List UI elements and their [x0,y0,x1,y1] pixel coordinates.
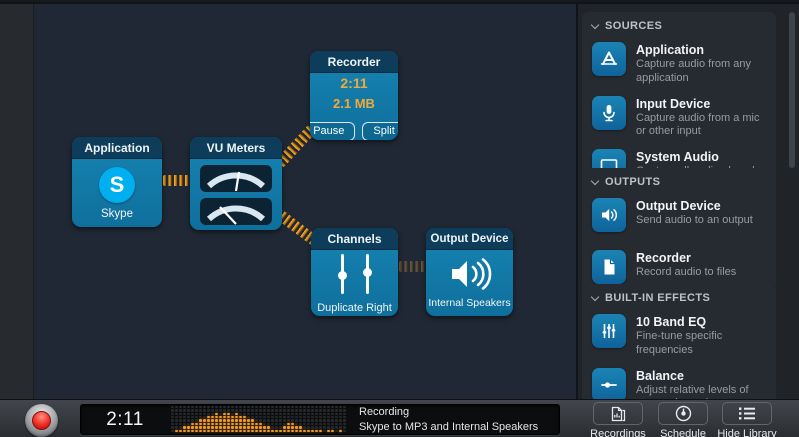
chevron-down-icon [590,292,600,301]
section-effects-header[interactable]: BUILT-IN EFFECTS [582,284,776,310]
skype-initial: S [109,171,125,197]
record-dot-icon [32,411,51,430]
chevron-down-icon [590,176,600,185]
section-sources-header[interactable]: SOURCES [582,12,776,38]
node-channels-title: Channels [311,228,398,250]
item-desc: Capture audio from any application [636,58,751,84]
sidebar-scrollbar[interactable] [789,12,795,168]
recorder-elapsed-time: 2:11 [340,75,368,91]
pause-button[interactable]: Pause [310,122,356,140]
node-output-device[interactable]: Output Device Internal Speakers [426,228,513,316]
library-item-balance[interactable]: Balance Adjust relative levels of stereo… [582,364,776,400]
section-built-in-effects: BUILT-IN EFFECTS 10 Band EQ Fine-tune s [582,284,776,399]
output-device-icon [592,198,626,232]
section-outputs-header[interactable]: OUTPUTS [582,168,776,194]
item-desc: Capture audio from a mic or other input [636,111,760,138]
section-sources: SOURCES Application Capture audio from a… [582,12,776,199]
section-outputs: OUTPUTS Output Device Send audio to an o… [582,168,776,290]
library-item-application[interactable]: Application Capture audio from any appli… [582,38,776,92]
node-application-label: Skype [101,207,133,220]
library-item-output-device[interactable]: Output Device Send audio to an output [582,194,776,238]
recorder-file-size: 2.1 MB [333,96,375,111]
application-icon [592,42,626,76]
channel-sliders-icon [337,254,372,294]
node-channels-label: Duplicate Right [317,302,392,314]
recordings-label: Recordings [590,428,646,437]
recordings-icon [610,406,627,422]
node-vu-meters[interactable]: VU Meters [190,137,282,230]
item-title: Output Device [636,199,721,213]
session-status: Recording [359,405,410,418]
node-application-title: Application [72,137,162,159]
vu-meter-gauge-top [200,164,272,192]
library-sidebar: SOURCES Application Capture audio from a… [578,4,799,399]
item-desc: Adjust relative levels of stereo channel… [636,383,749,400]
pipeline-canvas[interactable]: Application S Skype VU Meters [0,4,577,399]
section-sources-title: SOURCES [605,20,663,32]
canvas-left-strip [0,4,34,399]
hide-library-label: Hide Library [717,428,777,437]
item-desc: Record audio to files [636,266,737,278]
session-description: Skype to MP3 and Internal Speakers [359,420,539,433]
transport-bar: 2:11 Recording Skype to MP3 and Internal… [0,399,799,437]
session-timer: 2:11 [106,408,144,430]
recordings-button[interactable]: Recordings [585,402,651,437]
split-button[interactable]: Split [362,122,398,140]
ten-band-eq-icon [592,314,626,348]
section-outputs-title: OUTPUTS [605,176,661,188]
item-desc: Fine-tune specific frequencies [636,330,723,356]
node-application[interactable]: Application S Skype [72,137,162,227]
node-recorder[interactable]: Recorder 2:11 2.1 MB Pause Split [310,51,398,140]
item-title: Application [636,43,705,57]
library-item-input-device[interactable]: Input Device Capture audio from a mic or… [582,92,776,146]
node-output-device-title: Output Device [426,228,513,250]
section-effects-title: BUILT-IN EFFECTS [605,292,711,304]
item-title: Recorder [636,251,691,265]
node-vu-meters-title: VU Meters [190,137,282,159]
clock-icon [675,405,692,422]
node-recorder-title: Recorder [310,51,398,73]
schedule-button[interactable]: Schedule [650,402,716,437]
recorder-icon [592,250,626,284]
schedule-label: Schedule [660,428,706,437]
input-device-icon [592,95,626,130]
item-title: Balance [636,368,684,383]
library-item-recorder[interactable]: Recorder Record audio to files [582,246,776,290]
item-title: 10 Band EQ [636,315,707,329]
item-title: Input Device [636,96,711,111]
cable-channels-to-output [399,261,426,272]
chevron-down-icon [590,20,600,29]
led-level-meter [169,405,347,434]
item-desc: Send audio to an output [636,214,753,226]
vu-meter-gauge-bottom [200,197,272,225]
node-output-device-label: Internal Speakers [428,296,511,309]
item-title: System Audio [636,150,719,164]
session-display-panel: 2:11 Recording Skype to MP3 and Internal… [80,404,560,435]
balance-icon [592,367,626,399]
skype-icon: S [99,166,135,203]
cable-application-to-vumeters [163,175,191,186]
list-icon [738,406,756,421]
node-channels[interactable]: Channels Duplicate Right [311,228,398,316]
speaker-icon [448,257,492,290]
library-item-10-band-eq[interactable]: 10 Band EQ Fine-tune specific frequencie… [582,310,776,364]
record-button[interactable] [25,404,58,437]
hide-library-button[interactable]: Hide Library [714,402,780,437]
